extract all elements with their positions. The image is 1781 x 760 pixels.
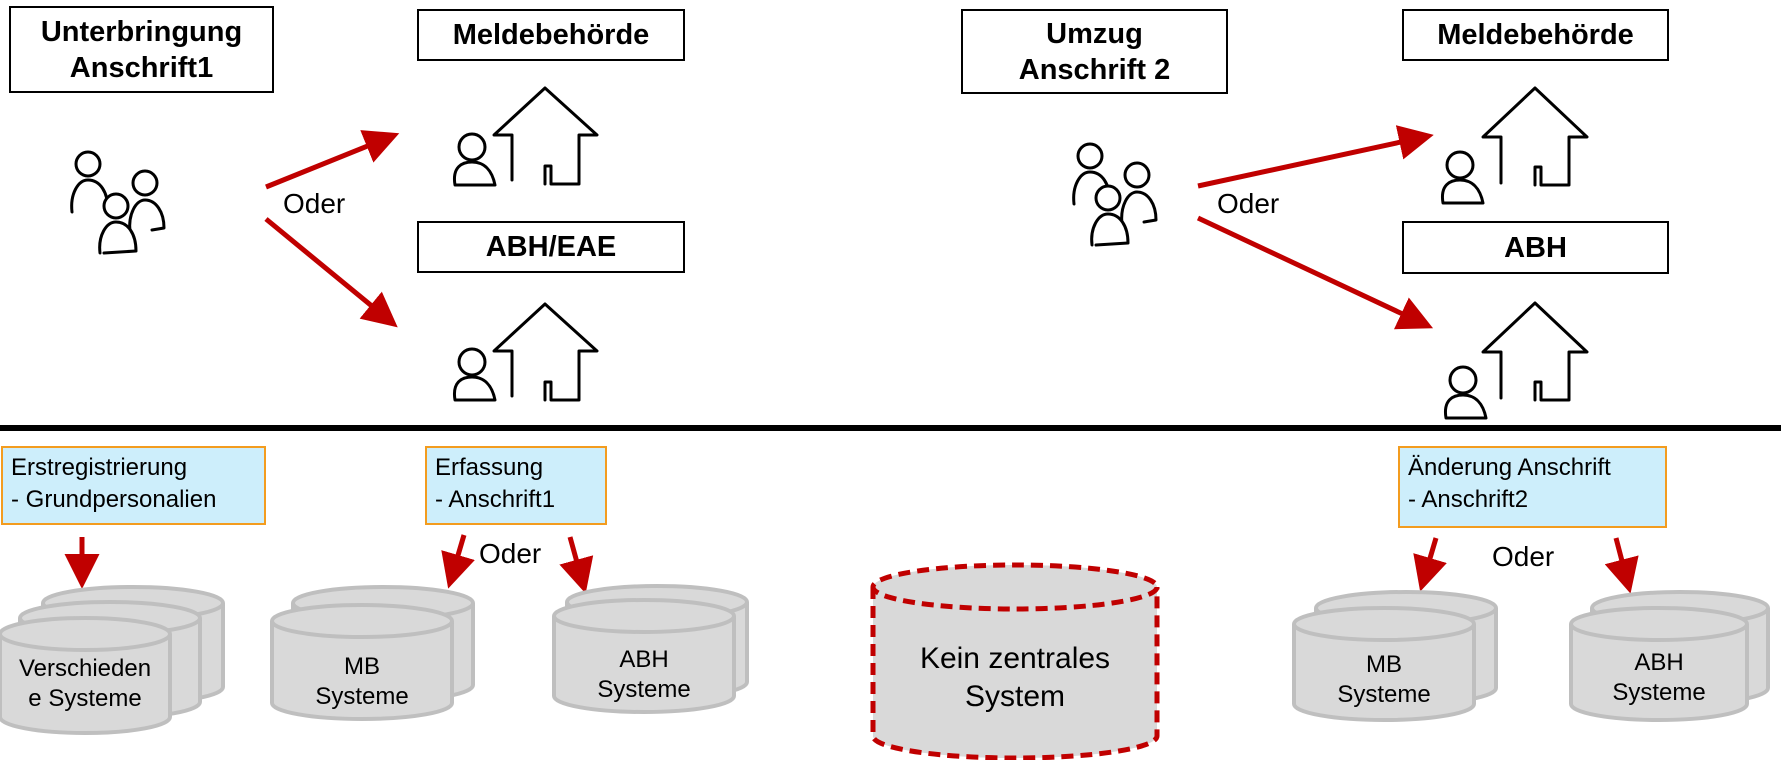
header-unterbringung: Unterbringung Anschrift1 [9,6,274,93]
oder-label: Oder [283,188,346,219]
person-icon [1443,365,1488,420]
house-icon [1481,86,1589,187]
central-system-missing-icon [870,562,1160,760]
person-icon [452,132,497,187]
database-stack-icon [0,585,225,735]
db-label-abh-systeme: ABH Systeme [1612,649,1706,706]
db-label-mb-systeme: MB Systeme [315,653,409,710]
arrow-erfassung-mb [441,534,475,589]
arrow-right-bottom [1196,215,1434,330]
note-erstregistrierung: Erstregistrierung - Grundpersonalien [1,446,266,525]
group-of-people-icon [70,150,166,255]
database-icon [552,584,749,714]
arrow-right-top [1197,125,1434,189]
house-icon [492,86,599,186]
header-umzug: Umzug Anschrift 2 [961,9,1228,94]
arrow-aenderung-mb [1413,537,1447,592]
arrow-left-top [265,130,400,190]
oder-label: Oder [479,538,542,569]
header-meldebehoerde-left: Meldebehörde [417,9,685,61]
oder-label: Oder [1492,541,1555,572]
arrow-erfassung-abh [559,536,594,594]
oder-label: Oder [1217,188,1280,219]
arrow-left-bottom [264,217,398,328]
database-icon [1569,590,1770,722]
person-icon [452,347,497,402]
header-abh-eae: ABH/EAE [417,221,685,273]
db-label-kein-zentrales-system: Kein zentrales System [919,642,1111,713]
database-icon [270,585,475,721]
database-icon [1292,590,1498,722]
arrow-aenderung-abh [1604,537,1639,594]
note-erfassung: Erfassung - Anschrift1 [425,446,607,525]
house-icon [492,302,599,402]
note-aenderung-anschrift: Änderung Anschrift - Anschrift2 [1398,446,1667,528]
db-label-mb-systeme: MB Systeme [1337,651,1431,708]
house-icon [1481,301,1589,402]
person-icon [1440,150,1485,205]
header-meldebehoerde-right: Meldebehörde [1402,9,1669,61]
db-label-verschiedene-systeme: Verschieden e Systeme [18,655,152,712]
group-of-people-icon [1072,142,1158,247]
header-abh: ABH [1402,221,1669,274]
db-label-abh-systeme: ABH Systeme [597,646,691,703]
